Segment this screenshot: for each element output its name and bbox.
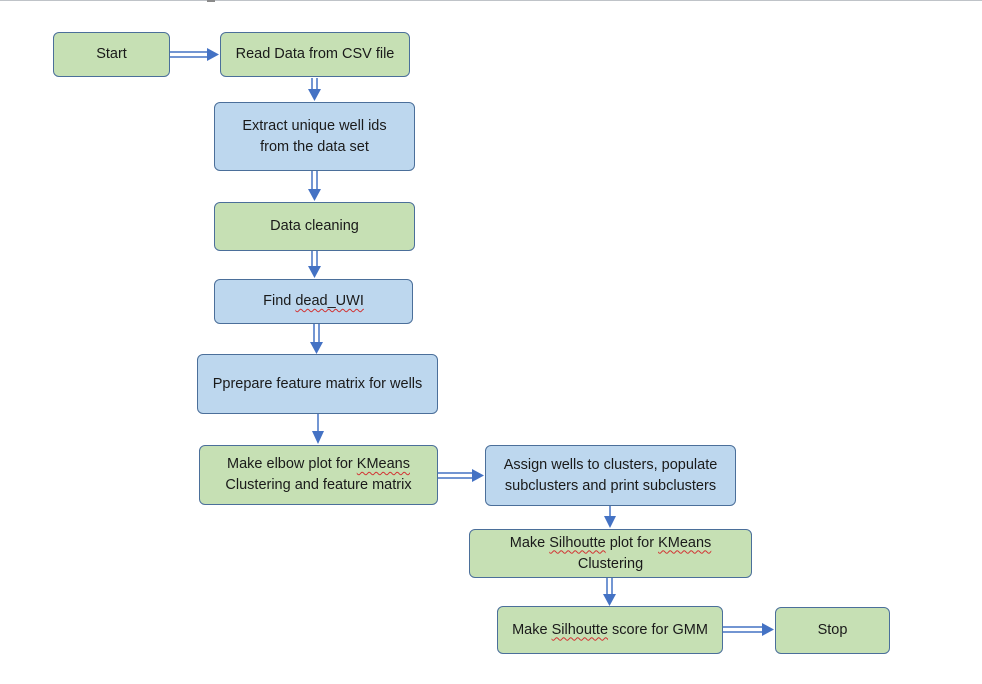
data-cleaning-node-label: Data cleaning [270,218,359,234]
silhoutte-score-word: Silhoutte [551,621,609,638]
read-data-node-label: Read Data from CSV file [235,46,395,62]
prepare-feature-matrix-node-label: Pprepare feature matrix for wells [212,375,423,392]
find-dead-uwi-node: Find dead_UWI [214,279,413,324]
extract-well-ids-node: Extract unique well ids from the data se… [214,102,415,171]
top-edge-mark [207,0,215,2]
silhoutte-plot-suffix: Clustering [577,555,644,572]
top-border-line [0,0,982,1]
silhoutte-plot-mid: plot for [605,534,659,551]
prepare-feature-matrix-node: Pprepare feature matrix for wells [197,354,438,414]
elbow-plot-node-line2: Clustering and feature matrix [225,477,412,493]
silhoutte-score-node: Make Silhoutte score for GMM [497,606,723,654]
silhoutte-score-node-label: Make Silhoutte score for GMM [512,620,708,641]
silhoutte-plot-word2: KMeans [658,534,712,551]
stop-node: Stop [775,607,890,654]
elbow-plot-line1-prefix: Make elbow plot for [227,456,357,472]
assign-wells-node: Assign wells to clusters, populate subcl… [485,445,736,506]
silhoutte-score-prefix: Make [512,621,552,638]
arrow-read-to-extract [308,78,321,101]
arrow-prepare-to-elbow [312,414,324,444]
silhoutte-plot-prefix: Make [509,534,550,551]
arrow-silscore-to-stop [723,623,774,636]
assign-wells-node-line1: Assign wells to clusters, populate [503,456,718,473]
arrow-assign-to-silplot [604,506,616,528]
data-cleaning-node: Data cleaning [214,202,415,251]
silhoutte-plot-word1: Silhoutte [549,534,606,551]
assign-wells-node-line2: subclusters and print subclusters [504,477,717,494]
read-data-node: Read Data from CSV file [220,32,410,77]
elbow-plot-node-line1: Make elbow plot for KMeans [227,454,410,475]
extract-well-ids-node-label: Extract unique well ids from the data se… [242,117,387,155]
stop-node-label: Stop [817,622,848,638]
start-node-label: Start [96,46,127,62]
silhoutte-plot-node: Make Silhoutte plot for KMeans Clusterin… [469,529,752,578]
arrow-cleaning-to-find [308,251,321,278]
arrow-find-to-prepare [310,324,323,354]
start-node: Start [53,32,170,77]
arrow-silplot-to-silscore [603,578,616,606]
arrow-elbow-to-assign [438,469,484,482]
find-dead-uwi-prefix: Find [263,293,296,309]
arrow-start-to-read [170,48,219,61]
find-dead-uwi-node-label: Find dead_UWI [263,291,364,312]
arrow-extract-to-cleaning [308,171,321,201]
silhoutte-score-suffix: score for GMM [608,621,708,638]
silhoutte-plot-node-label: Make Silhoutte plot for KMeans Clusterin… [478,533,743,575]
elbow-plot-line1-word: KMeans [356,456,410,472]
find-dead-uwi-word: dead_UWI [295,293,364,309]
elbow-plot-node: Make elbow plot for KMeans Clustering an… [199,445,438,505]
